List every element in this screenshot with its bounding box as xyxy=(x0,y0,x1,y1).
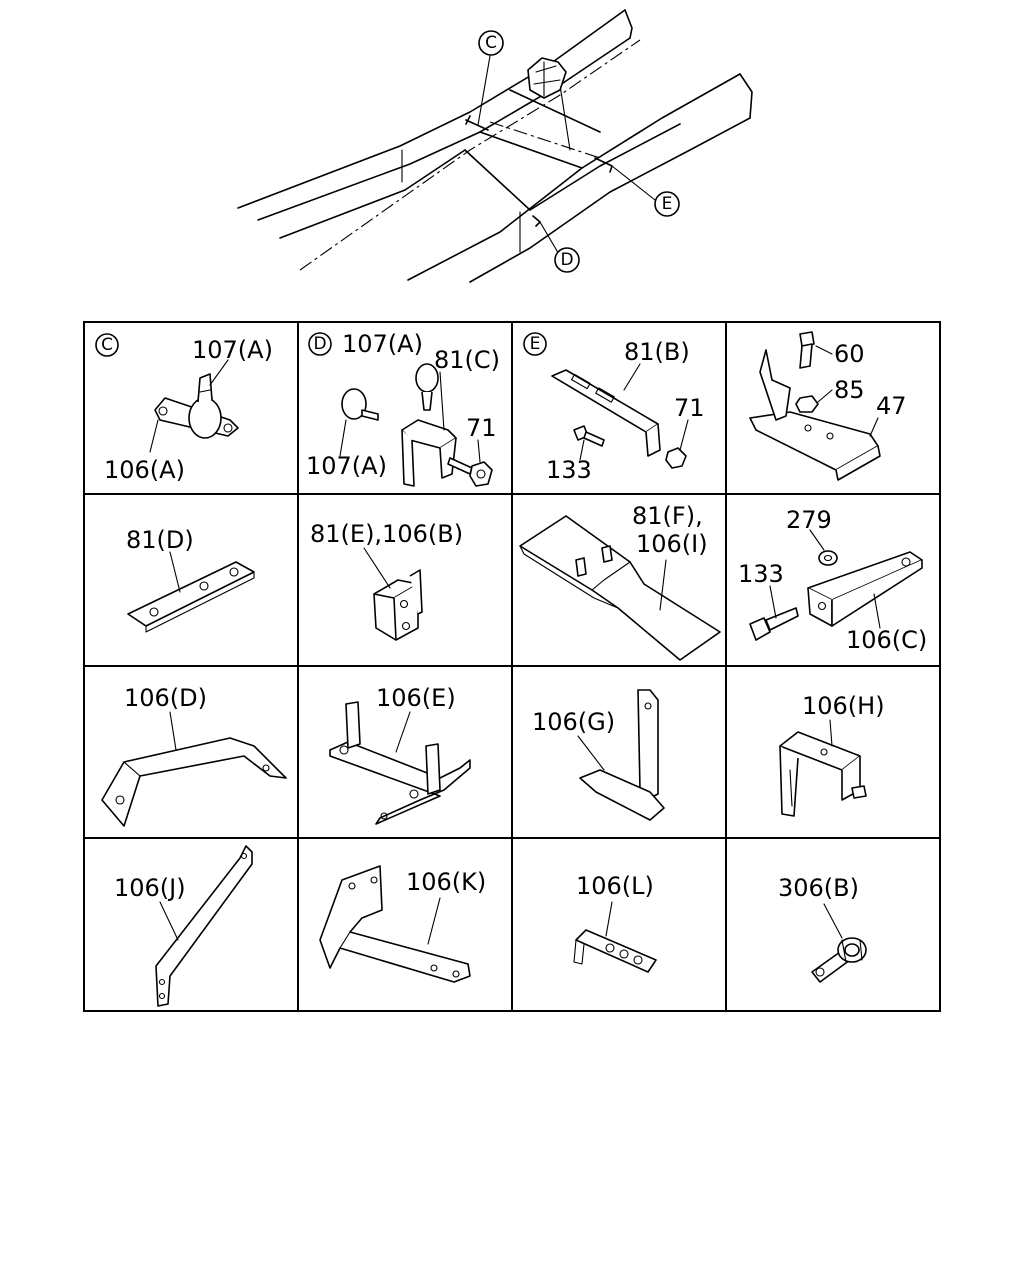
nut-71-icon xyxy=(469,461,493,487)
panel-e-header: E xyxy=(530,334,541,354)
plate-81d-icon xyxy=(127,561,255,633)
panel-c-label-106a: 106(A) xyxy=(104,456,185,484)
nut-71-icon xyxy=(665,447,687,469)
clip-306b-icon xyxy=(811,937,867,983)
panel-c-label-107a: 107(A) xyxy=(192,336,273,364)
panel-12: 106(H) xyxy=(779,692,885,817)
panel-4: 60 85 47 xyxy=(749,331,907,481)
panel-10-label-106e: 106(E) xyxy=(376,684,456,712)
panel-d-label-107a-top: 107(A) xyxy=(342,330,423,358)
panel-d: D 107(A) 81(C) 107(A) 71 xyxy=(306,330,500,487)
panel-9-label-106d: 106(D) xyxy=(124,684,207,712)
panel-7-label-106i: 106(I) xyxy=(636,530,708,558)
panel-5: 81(D) xyxy=(126,526,255,633)
clamp-107a-top-icon xyxy=(415,363,439,411)
callout-c-label: C xyxy=(485,33,497,53)
nut-85-icon xyxy=(795,395,819,413)
panel-16-label-306b: 306(B) xyxy=(778,874,859,902)
bracket-81e-icon xyxy=(373,569,423,641)
bracket-106j-icon xyxy=(155,845,253,1007)
panel-8-label-106c: 106(C) xyxy=(846,626,927,654)
panel-4-label-47: 47 xyxy=(876,392,907,420)
panel-c-header: C xyxy=(101,335,113,355)
panel-6: 81(E),106(B) xyxy=(310,520,463,641)
panel-d-label-107a-bottom: 107(A) xyxy=(306,452,387,480)
panel-13-label-106j: 106(J) xyxy=(114,874,186,902)
panel-8-label-133: 133 xyxy=(738,560,784,588)
callout-e-circle xyxy=(654,191,680,217)
bracket-81b-icon xyxy=(551,369,661,457)
plate-81f-icon xyxy=(519,515,721,661)
clamp-107a-icon xyxy=(188,373,222,439)
washer-279-icon xyxy=(818,550,838,566)
bracket-106g-icon xyxy=(579,689,665,821)
panel-8-label-279: 279 xyxy=(786,506,832,534)
panel-13: 106(J) xyxy=(114,845,253,1007)
callout-d-label: D xyxy=(560,250,573,270)
panel-7: 81(F), 106(I) xyxy=(519,502,721,661)
bolt-60-icon xyxy=(799,331,815,369)
panel-12-label-106h: 106(H) xyxy=(802,692,885,720)
panel-14: 106(K) xyxy=(319,865,486,983)
panel-d-label-71: 71 xyxy=(466,414,497,442)
bracket-47-icon xyxy=(749,349,881,481)
bolt-133-icon xyxy=(573,425,605,447)
panel-e: E 81(B) 71 133 xyxy=(523,332,705,484)
panel-10: 106(E) xyxy=(329,684,471,825)
parts-grid xyxy=(83,321,941,1012)
callout-e-label: E xyxy=(662,194,673,214)
panel-e-label-133: 133 xyxy=(546,456,592,484)
callout-d-circle xyxy=(554,247,580,273)
panel-5-label-81d: 81(D) xyxy=(126,526,194,554)
clamp-107a-left-icon xyxy=(341,388,379,421)
panel-11-label-106g: 106(G) xyxy=(532,708,615,736)
panel-16: 306(B) xyxy=(778,874,867,983)
bolt-133-icon xyxy=(749,607,799,641)
panel-e-label-81b: 81(B) xyxy=(624,338,690,366)
panel-15-label-106l: 106(L) xyxy=(576,872,654,900)
bracket-106c-icon xyxy=(807,551,923,627)
bracket-106d-icon xyxy=(101,737,287,827)
panel-d-label-81c: 81(C) xyxy=(434,346,500,374)
panel-14-label-106k: 106(K) xyxy=(406,868,486,896)
panel-d-header: D xyxy=(313,334,326,354)
panel-9: 106(D) xyxy=(101,684,287,827)
panel-c: C 107(A) 106(A) xyxy=(95,333,273,484)
bracket-81c-icon xyxy=(401,419,457,487)
panel-4-label-60: 60 xyxy=(834,340,865,368)
panel-7-label-81f: 81(F), xyxy=(632,502,703,530)
bracket-106k-icon xyxy=(319,865,471,983)
bracket-106e-icon xyxy=(329,701,471,825)
bracket-106h-icon xyxy=(779,731,867,817)
panel-4-label-85: 85 xyxy=(834,376,865,404)
bracket-106l-icon xyxy=(573,929,657,973)
panel-e-label-71: 71 xyxy=(674,394,705,422)
panel-15: 106(L) xyxy=(573,872,657,973)
panel-8: 279 133 106(C) xyxy=(738,506,927,654)
panel-6-label-81e-106b: 81(E),106(B) xyxy=(310,520,463,548)
callout-c-circle xyxy=(478,30,504,56)
chassis-frame-overview: C E D xyxy=(237,9,753,283)
panel-11: 106(G) xyxy=(532,689,665,821)
